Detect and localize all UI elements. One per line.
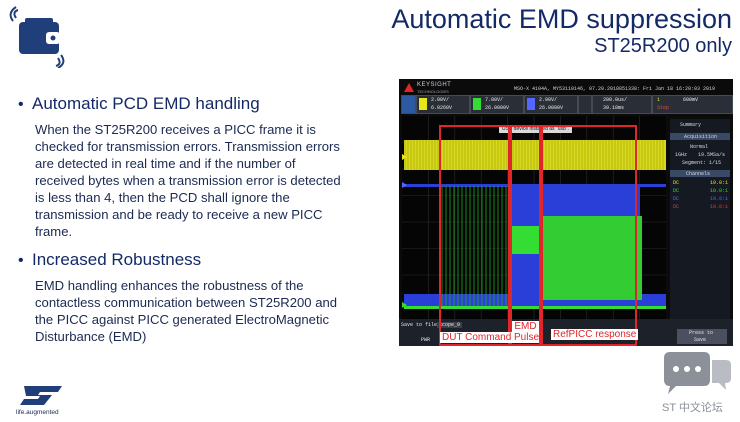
forum-chat-icon[interactable] [660, 346, 734, 396]
press-to-label: Press to [689, 330, 714, 336]
scope-side-panel: Summary Acquisition Normal 1GHz 19.5MSa/… [670, 119, 730, 319]
timebase-box[interactable]: 200.0us/ 39.18ms [592, 95, 652, 114]
body-line: EMD handling enhances the robustness of … [35, 278, 304, 293]
ch4-probe: 10.0:1 [710, 204, 729, 210]
ch2-emd-pulse [512, 226, 542, 254]
bullet-body-robustness: EMD handling enhances the robustness of … [35, 277, 375, 345]
channel-1-swatch [419, 98, 427, 110]
ch2-response-band [542, 216, 642, 300]
ch3-probe: 10.0:1 [710, 196, 729, 202]
usb-tooltip: USB device installed as "usb". [499, 125, 572, 133]
press-to-save-button[interactable]: Press to Save [677, 329, 727, 344]
ch1-coupling: DC [673, 180, 680, 186]
page-subtitle: ST25R200 only [594, 35, 732, 57]
forum-label: ST 中文论坛 [662, 402, 723, 414]
ch3-volts: 2.00V/ [539, 97, 558, 103]
ch1-marker-icon [402, 154, 407, 160]
body-line: is less than 4, then the PCD shall ignor… [35, 190, 290, 205]
save-file-name[interactable]: scope_0 [437, 322, 463, 328]
body-line: When the ST25R200 receives a PICC frame … [35, 122, 316, 137]
bullet-heading-text: Automatic PCD EMD handling [32, 94, 260, 113]
dut-command-label: DUT Command [440, 332, 514, 343]
panel-tab-summary[interactable]: Summary [680, 122, 702, 128]
body-line: received bytes when a transmission error… [35, 173, 341, 188]
channels-header: Channels [686, 171, 711, 177]
scope-info-line: MSO-X 4104A, MY53110146, 07.20.201805133… [514, 86, 716, 92]
body-line: Disturbance (EMD) [35, 329, 147, 344]
acquisition-header: Acquisition [684, 134, 718, 140]
ch1-volts: 2.00V/ [431, 97, 450, 103]
channel-2-swatch [473, 98, 481, 110]
press-action-label: Save [694, 337, 707, 343]
ch2-offset: 26.0000V [485, 105, 510, 111]
body-line: transmission and be ready to receive a n… [35, 207, 323, 222]
emd-label-line2: Pulse [512, 332, 540, 343]
page-title: Automatic EMD suppression [391, 4, 732, 34]
body-line: are detected in real time and if the num… [35, 156, 296, 171]
bullet-body-emd-handling: When the ST25R200 receives a PICC frame … [35, 121, 375, 240]
ch2-volts: 7.00V/ [485, 97, 504, 103]
channel-3-swatch [527, 98, 535, 110]
ch2-probe: 10.0:1 [710, 188, 729, 194]
ch1-probe: 10.0:1 [710, 180, 729, 186]
body-line: frame. [35, 224, 73, 239]
emd-label-line1: EMD [512, 321, 539, 332]
acquisition-mode: Normal [690, 144, 709, 150]
scope-menu-button[interactable] [401, 95, 416, 114]
bullet-dot-icon: • [18, 252, 24, 269]
ch1-carrier-band [404, 140, 666, 170]
body-line: checked for transmission errors. Transmi… [35, 139, 340, 154]
ch1-offset: 6.0260V [431, 105, 453, 111]
ch2-baseline [404, 306, 666, 309]
st-logo-icon [20, 386, 62, 405]
sample-rate-b: 19.5MSa/s [698, 152, 726, 158]
channel-3-box[interactable]: 2.00V/ 26.0000V [524, 95, 578, 114]
ref-picc-response-label: RefPICC response [551, 329, 639, 340]
channel-1-box[interactable]: 2.00V/ 6.0260V [416, 95, 470, 114]
pwr-label: PWR [421, 337, 431, 343]
ch4-coupling: DC [673, 204, 680, 210]
sample-rate-a: 1GHz [675, 152, 688, 158]
bullet-heading-text: Increased Robustness [32, 250, 202, 269]
st-tagline: life.augmented [16, 409, 59, 416]
oscilloscope-screenshot: KEYSIGHT TECHNOLOGIES MSO-X 4104A, MY531… [399, 79, 733, 346]
channels-header-bg [670, 170, 730, 177]
ch3-coupling: DC [673, 196, 680, 202]
timebase-div: 200.0us/ [603, 97, 628, 103]
emd-pulse-box [510, 125, 541, 346]
nfc-tag-logo-icon [6, 6, 68, 68]
trigger-box[interactable]: 1 600mV Stop [652, 95, 733, 114]
ch1-carrier-texture [404, 140, 664, 170]
keysight-logo-icon [404, 83, 414, 92]
timebase-pos: 39.18ms [603, 105, 625, 111]
ch2-command-lines [441, 186, 511, 308]
save-to-file-label: Save to file = [401, 322, 444, 328]
bullet-heading-robustness: • Increased Robustness [18, 250, 201, 270]
dut-command-box [439, 125, 510, 346]
trigger-number: 1 [657, 97, 661, 103]
channel-2-box[interactable]: 7.00V/ 26.0000V [470, 95, 524, 114]
segment: Segment: 1/15 [682, 160, 722, 166]
body-line: contactless communication between ST25R2… [35, 295, 338, 310]
bullet-dot-icon: • [18, 96, 24, 113]
acquisition-header-bg [670, 133, 730, 140]
ch2-coupling: DC [673, 188, 680, 194]
trigger-level: 600mV [683, 97, 699, 103]
keysight-brand: KEYSIGHT [417, 82, 452, 88]
waveform-display [402, 116, 666, 328]
ch3-marker-icon [402, 182, 407, 188]
trigger-state: Stop [657, 105, 670, 111]
keysight-brand-sub: TECHNOLOGIES [417, 89, 449, 94]
ch3-offset: 26.0000V [539, 105, 564, 111]
bullet-heading-emd-handling: • Automatic PCD EMD handling [18, 94, 260, 114]
body-line: the PICC against PICC generated ElectroM… [35, 312, 330, 327]
ref-picc-response-box [541, 125, 637, 346]
ch2-marker-icon [402, 302, 407, 308]
empty-channel-box[interactable] [578, 95, 592, 114]
